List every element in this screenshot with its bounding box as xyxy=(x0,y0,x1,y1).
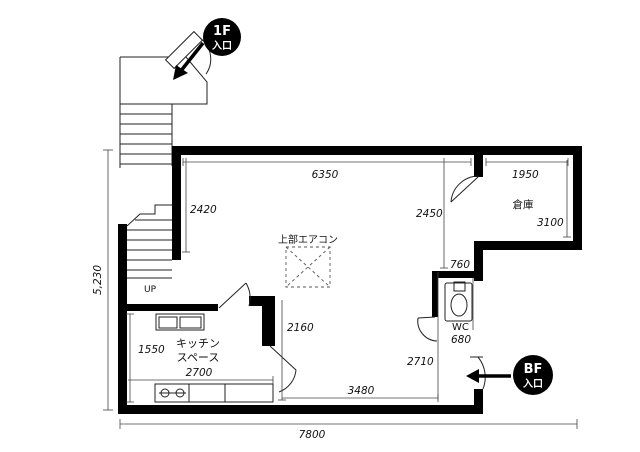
first-floor-entry-arrow xyxy=(173,41,205,80)
aircon-unit: 上部エアコン xyxy=(278,233,338,288)
dimension-labels: 7800 5,230 6350 2420 2450 1950 3100 760 … xyxy=(92,169,564,441)
toilet-icon xyxy=(450,293,468,317)
outer-walls xyxy=(118,146,582,414)
first-floor-label: 1F xyxy=(213,24,231,39)
dim-main-width: 6350 xyxy=(312,169,339,181)
wc-door xyxy=(417,316,438,342)
upper-landing xyxy=(119,56,208,168)
dim-total-width: 7800 xyxy=(299,429,326,441)
dim-kitchen-height: 1550 xyxy=(138,344,165,356)
kitchen-label-line2: スペース xyxy=(177,351,220,364)
aircon-label: 上部エアコン xyxy=(278,233,338,246)
basement-entry-arrow xyxy=(466,369,511,383)
partition-door xyxy=(269,345,297,393)
first-floor-door xyxy=(164,30,212,75)
basement-door xyxy=(470,356,486,390)
dim-storage-height: 3100 xyxy=(537,217,564,229)
upper-stair-treads xyxy=(120,113,172,165)
dim-right-lower-height: 2710 xyxy=(407,356,434,368)
dim-wc-gap: 760 xyxy=(450,259,470,271)
stairs-up-label: UP xyxy=(144,285,157,295)
basement-entrance-badge: BF 入口 xyxy=(513,355,553,395)
stove-burner-icon xyxy=(159,388,186,398)
dim-main-height-right: 2450 xyxy=(416,208,443,220)
dim-left-height: 2420 xyxy=(190,204,217,216)
dim-kitchen-width: 2700 xyxy=(186,367,213,379)
dim-total-height: 5,230 xyxy=(92,265,104,295)
lower-stairs: UP xyxy=(126,204,172,295)
dim-wc-width: 680 xyxy=(451,334,471,346)
lower-stair-treads xyxy=(127,219,172,271)
storage-label: 倉庫 xyxy=(513,198,534,211)
wc-room: WC xyxy=(444,281,473,333)
interior-walls xyxy=(118,271,483,346)
dim-lower-width: 3480 xyxy=(348,385,375,397)
first-floor-entrance-badge: 1F 入口 xyxy=(203,18,241,56)
first-floor-entrance-label: 入口 xyxy=(212,40,232,52)
wc-label: WC xyxy=(452,322,469,333)
basement-entrance-label: 入口 xyxy=(523,378,543,390)
kitchen-door xyxy=(218,282,251,309)
kitchen-counter xyxy=(154,313,274,403)
kitchen-label-line1: キッチン xyxy=(176,337,220,350)
storage-door xyxy=(450,175,479,203)
dim-partition-height: 2160 xyxy=(287,322,314,334)
basement-label: BF xyxy=(524,362,543,377)
dimension-lines xyxy=(103,149,578,429)
dim-storage-width: 1950 xyxy=(512,169,539,181)
